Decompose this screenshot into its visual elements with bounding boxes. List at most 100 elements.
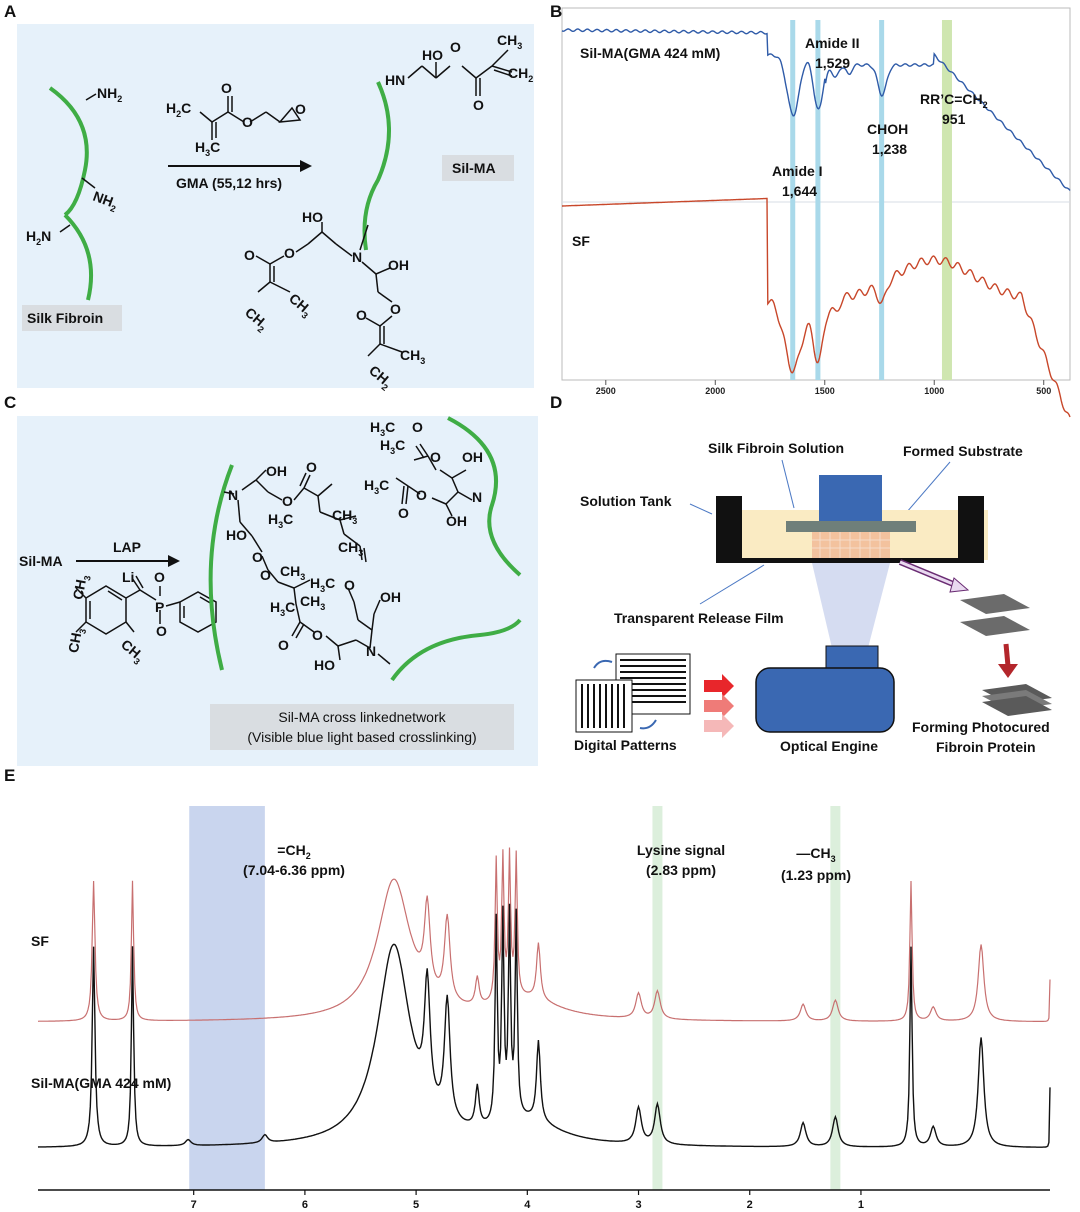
- nmr-band-0: [189, 806, 265, 1190]
- ftir-tick-label-500: 500: [1036, 386, 1051, 396]
- ftir-line-sf: [562, 197, 1071, 418]
- gma-ester-o: O: [242, 114, 253, 130]
- network-o-1: O: [282, 493, 293, 509]
- ftir-tick-label-1500: 1500: [815, 386, 835, 396]
- optical-lens: [825, 645, 879, 669]
- product-ho-1: HO: [422, 47, 443, 63]
- lap-o-2: O: [156, 623, 167, 639]
- sil-ma-start-label: Sil-MA: [19, 553, 63, 569]
- solution-tank-label: Solution Tank: [580, 493, 672, 509]
- fibroin-chain-lower: [63, 213, 93, 301]
- release-film-label: Transparent Release Film: [614, 610, 784, 626]
- flow-arrow-3: [704, 714, 734, 738]
- network-ho-2: HO: [314, 657, 335, 673]
- amine-group-3: H2N: [26, 228, 51, 247]
- sil-ma-label: Sil-MA: [452, 160, 496, 176]
- nmr-tick-label-6: 6: [302, 1199, 308, 1211]
- product-o-6: O: [356, 307, 367, 323]
- product-ch2-3: CH2: [364, 362, 396, 393]
- nmr-tick-label-1: 1: [858, 1199, 864, 1211]
- panel-letter-d: D: [550, 393, 563, 412]
- ftir-legend-silma: Sil-MA(GMA 424 mM): [580, 45, 720, 61]
- ftir-legend-sf: SF: [572, 233, 590, 249]
- network-caption-1: Sil-MA cross linkednetwork: [278, 709, 446, 725]
- panel-letter-e: E: [4, 766, 16, 785]
- nmr-band-1: [652, 806, 663, 1190]
- product-ch3-3: CH3: [400, 347, 425, 366]
- network-h3c-6: H3C: [364, 477, 389, 496]
- formed-substrate-label: Formed Substrate: [903, 443, 1023, 459]
- gma-epoxide-o: O: [295, 101, 306, 117]
- nmr-legend-sf: SF: [31, 933, 49, 949]
- gma-h2c: H2C: [166, 100, 191, 119]
- flow-arrow-1: [704, 674, 734, 698]
- product-n: N: [352, 249, 362, 265]
- product-o-3: O: [284, 245, 295, 261]
- product-o-1: O: [450, 39, 461, 55]
- digital-patterns-label: Digital Patterns: [574, 737, 677, 753]
- network-o-11: O: [398, 505, 409, 521]
- tank-wall-right: [958, 496, 984, 560]
- amine-group-1: NH2: [97, 85, 122, 104]
- product-o-4: O: [244, 247, 255, 263]
- ftir-band-951: [941, 20, 952, 380]
- flow-arrow-2: [704, 694, 734, 718]
- nmr-band-range-lysine: (2.83 ppm): [646, 862, 716, 878]
- panel-c-scheme: Sil-MA LAP Li P O O CH3 CH3 CH: [19, 416, 522, 750]
- panel-letter-c: C: [4, 393, 17, 412]
- network-ch3-3: CH3: [280, 563, 305, 582]
- lap-ch3-1: CH3: [70, 573, 93, 601]
- product-ch2-1: CH2: [508, 65, 533, 84]
- network-caption-box: [210, 704, 514, 750]
- silk-solution-label: Silk Fibroin Solution: [708, 440, 844, 456]
- reaction-arrow-c: [168, 555, 180, 567]
- ftir-annotation-choh: CHOH: [867, 121, 908, 137]
- product-o-2: O: [473, 97, 484, 113]
- release-film: [716, 558, 984, 563]
- product-o-5: O: [390, 301, 401, 317]
- panel-a-scheme: NH2 NH2 H2N Silk Fibroin H2C O O O H3C G…: [22, 32, 533, 393]
- ftir-tick-label-1000: 1000: [924, 386, 944, 396]
- nmr-line-sf: [37, 847, 1051, 1022]
- ftir-annotation-amide-ii: Amide II: [805, 35, 859, 51]
- product-oh-1: OH: [388, 257, 409, 273]
- fibroin-chain-upper: [48, 86, 89, 217]
- network-o-4: O: [260, 567, 271, 583]
- ftir-annotation-amide-i-value: 1,644: [782, 183, 817, 199]
- product-hn: HN: [385, 72, 405, 88]
- ftir-tick-label-2500: 2500: [596, 386, 616, 396]
- network-h3c-1: H3C: [268, 511, 293, 530]
- network-ch3-4: CH3: [300, 593, 325, 612]
- network-caption-2: (Visible blue light based crosslinking): [247, 729, 476, 745]
- ftir-band-group: [790, 20, 952, 380]
- lap-phosphorus: P: [155, 599, 164, 615]
- network-o-9: O: [430, 449, 441, 465]
- nmr-tick-label-7: 7: [191, 1199, 197, 1211]
- network-o-3: O: [252, 549, 263, 565]
- nmr-band-range-ch3: (1.23 ppm): [781, 867, 851, 883]
- network-h3c-4: H3C: [370, 419, 395, 438]
- lap-o-1: O: [154, 569, 165, 585]
- product-chain: [362, 81, 391, 251]
- product-ch3-2: CH3: [284, 290, 316, 321]
- network-ch3-1: CH3: [332, 507, 357, 526]
- ftir-band-1529: [815, 20, 821, 380]
- formed-substrate: [786, 521, 916, 532]
- ftir-annotation-alkene-value: 951: [942, 111, 966, 127]
- nmr-band-label-lysine: Lysine signal: [637, 842, 725, 858]
- light-beam: [812, 563, 890, 648]
- lap-ch3-2: CH3: [65, 626, 88, 654]
- silk-fibroin-label-box: [22, 305, 122, 331]
- network-o-10: O: [416, 487, 427, 503]
- ftir-annotation-amide-i: Amide I: [772, 163, 823, 179]
- downward-arrow: [998, 664, 1018, 678]
- network-ch3-2: CH3: [338, 539, 363, 558]
- nmr-tick-label-3: 3: [635, 1199, 641, 1211]
- ftir-annotation-alkene: RR’C=CH2: [920, 91, 988, 110]
- nmr-band-group: [189, 806, 841, 1190]
- network-o-2: O: [306, 459, 317, 475]
- forming-label-2: Fibroin Protein: [936, 739, 1036, 755]
- product-ch3-1: CH3: [497, 32, 522, 51]
